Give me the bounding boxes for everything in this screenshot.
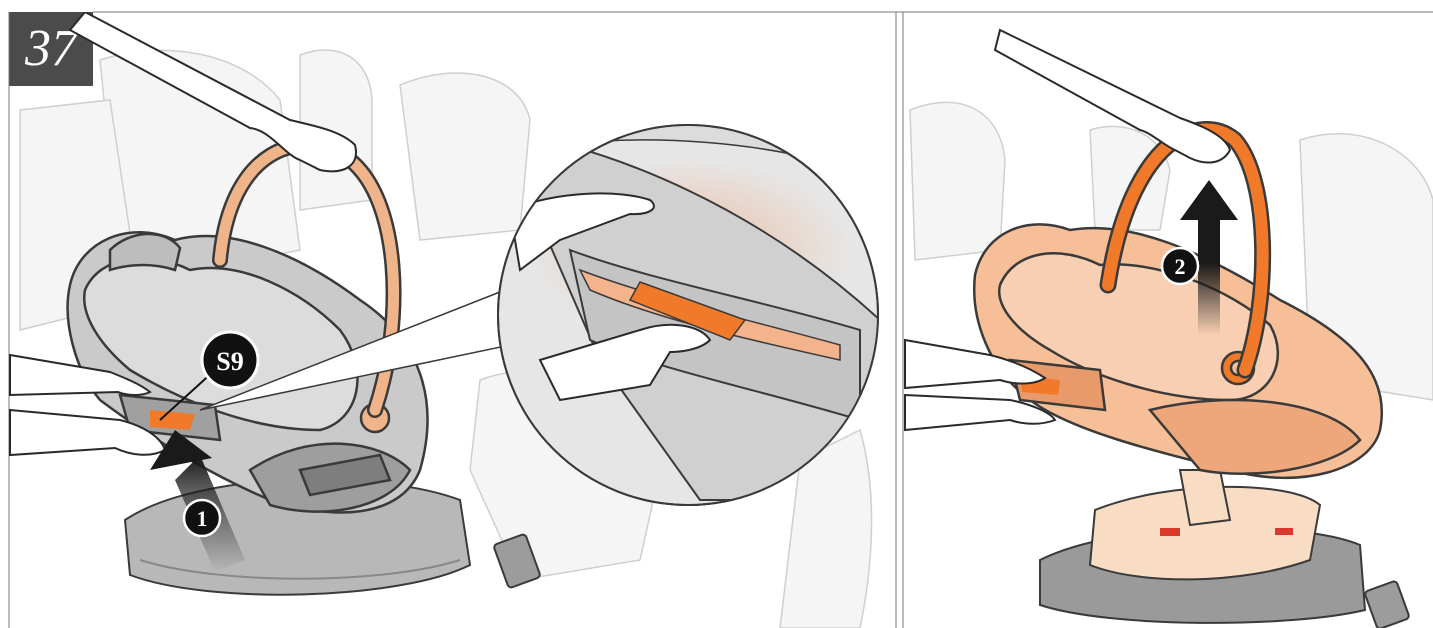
right-panel: 2 bbox=[905, 30, 1433, 628]
step-2-label: 2 bbox=[1175, 254, 1186, 279]
s9-label: S9 bbox=[216, 347, 243, 376]
step-2-callout: 2 bbox=[1162, 248, 1198, 284]
left-panel: S9 1 bbox=[10, 12, 880, 628]
s9-callout: S9 bbox=[202, 332, 258, 388]
base-insert bbox=[1090, 470, 1320, 579]
step-1-label: 1 bbox=[197, 506, 208, 531]
step-1-callout: 1 bbox=[184, 500, 220, 536]
magnified-inset bbox=[498, 100, 880, 505]
